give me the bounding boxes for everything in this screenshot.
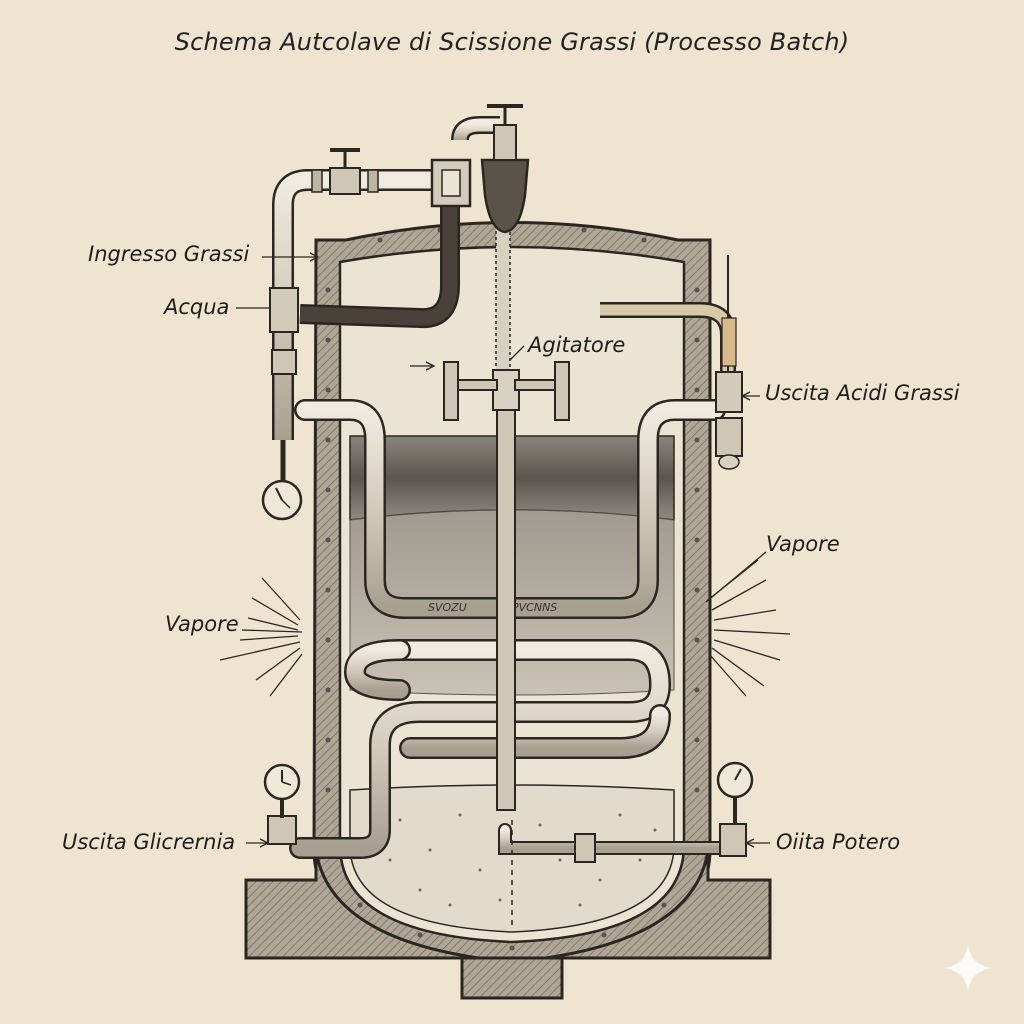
steam-rays-left	[219, 577, 303, 697]
inlet-piping	[272, 116, 736, 440]
glycerin-dots	[388, 813, 657, 907]
diagram-title: Schema Autcolave di Scissione Grassi (Pr…	[174, 28, 850, 56]
label-uscita-glicerina: Uscita Glicrernia	[62, 830, 236, 854]
label-oiita-potero: Oiita Potero	[776, 830, 901, 854]
vessel-base	[244, 849, 772, 1000]
label-vapore-left: Vapore	[165, 612, 239, 636]
leader-lines	[236, 252, 770, 848]
label-ingresso-grassi: Ingresso Grassi	[88, 242, 250, 266]
valve-acidi	[715, 255, 743, 470]
valve-left-top	[311, 148, 379, 195]
pressure-gauge-right-bottom	[716, 761, 754, 824]
valve-top	[487, 104, 523, 161]
label-acqua: Acqua	[164, 295, 230, 319]
inlet-funnel	[480, 158, 530, 234]
pressure-gauge-left-top	[261, 440, 303, 521]
agitator	[443, 209, 570, 930]
pipe-inscription-left: SVOZU	[428, 601, 467, 614]
valve-acqua	[269, 287, 299, 375]
valve-bottom-left	[267, 815, 297, 845]
steam-rays-right	[707, 559, 791, 697]
pipe-inscription-right: PVCNNS	[512, 601, 557, 614]
label-agitatore: Agitatore	[528, 333, 626, 357]
sparkle-icon	[944, 945, 992, 991]
pressure-gauge-left-bottom	[263, 763, 301, 818]
label-vapore-right: Vapore	[766, 532, 840, 556]
label-uscita-acidi-grassi: Uscita Acidi Grassi	[765, 381, 960, 405]
valve-main	[430, 158, 472, 208]
